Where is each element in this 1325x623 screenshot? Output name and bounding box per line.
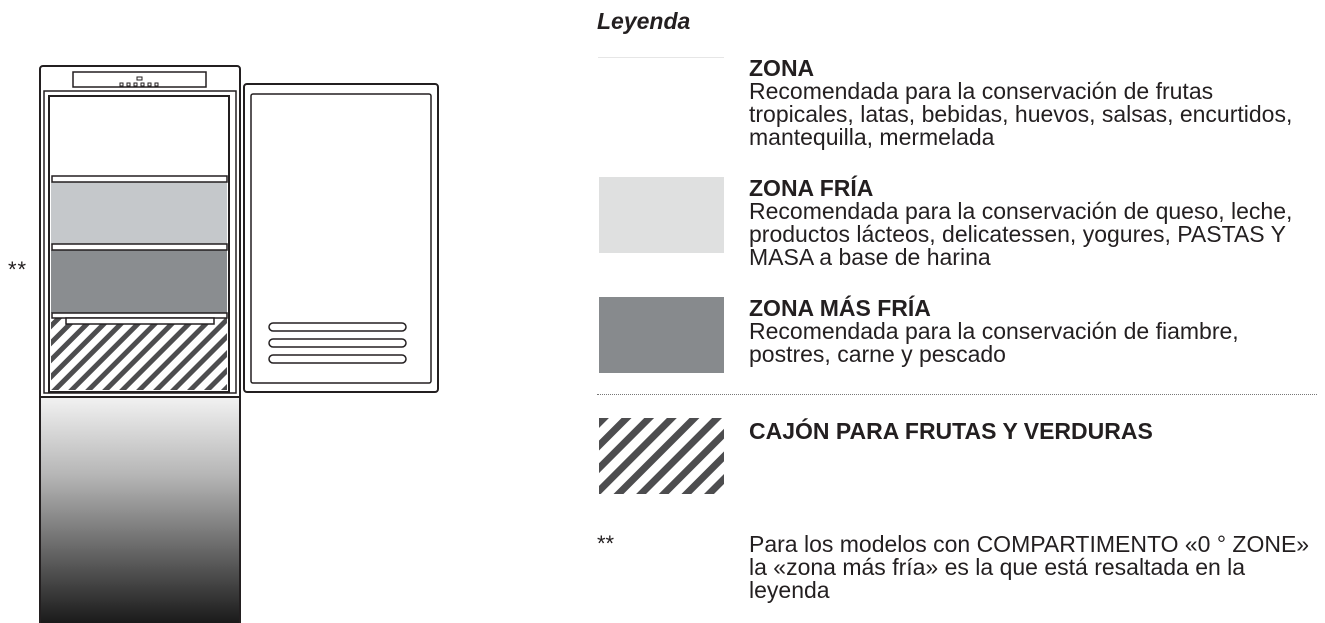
note-text: Para los modelos con COMPARTIMENTO «0 ° … (749, 531, 1310, 603)
swatch-zone (598, 57, 724, 58)
legend-item-title: CAJÓN PARA FRUTAS Y VERDURAS (749, 418, 1153, 444)
swatch-coldest-zone (599, 297, 724, 373)
shelf-1 (51, 175, 228, 183)
legend-item-coldest-zone: ZONA MÁS FRÍA Recomendada para la conser… (749, 297, 1319, 366)
legend-divider (597, 394, 1317, 395)
legend-item-description: Recomendada para la conservación de frut… (749, 78, 1293, 150)
shelf-2 (51, 243, 228, 251)
open-door (243, 83, 439, 393)
door-vent (268, 322, 407, 364)
legend-item-description: Recomendada para la conservación de ques… (749, 198, 1293, 270)
panel-buttons (119, 82, 159, 87)
drawer-handle (65, 317, 215, 325)
panel-indicator (136, 76, 143, 81)
swatch-crisper-drawer (599, 418, 724, 494)
legend-item-title: ZONA FRÍA (749, 175, 874, 201)
freezer-door (41, 397, 239, 623)
zone-coldest (51, 250, 227, 313)
legend-title: Leyenda (597, 8, 691, 34)
legend-item-crisper-drawer: CAJÓN PARA FRUTAS Y VERDURAS (749, 420, 1319, 443)
fridge-marker: ** (8, 257, 28, 282)
legend-item-zone: ZONA Recomendada para la conservación de… (749, 57, 1319, 149)
fridge-illustration (39, 65, 439, 623)
legend-item-cold-zone: ZONA FRÍA Recomendada para la conservaci… (749, 177, 1319, 269)
legend-item-description: Recomendada para la conservación de fiam… (749, 318, 1239, 367)
crisper-drawer (51, 318, 227, 390)
swatch-cold-zone (599, 177, 724, 253)
legend-item-title: ZONA MÁS FRÍA (749, 295, 931, 321)
legend-item-title: ZONA (749, 55, 815, 81)
note-marker: ** (597, 531, 615, 556)
zone-cold (51, 182, 227, 245)
